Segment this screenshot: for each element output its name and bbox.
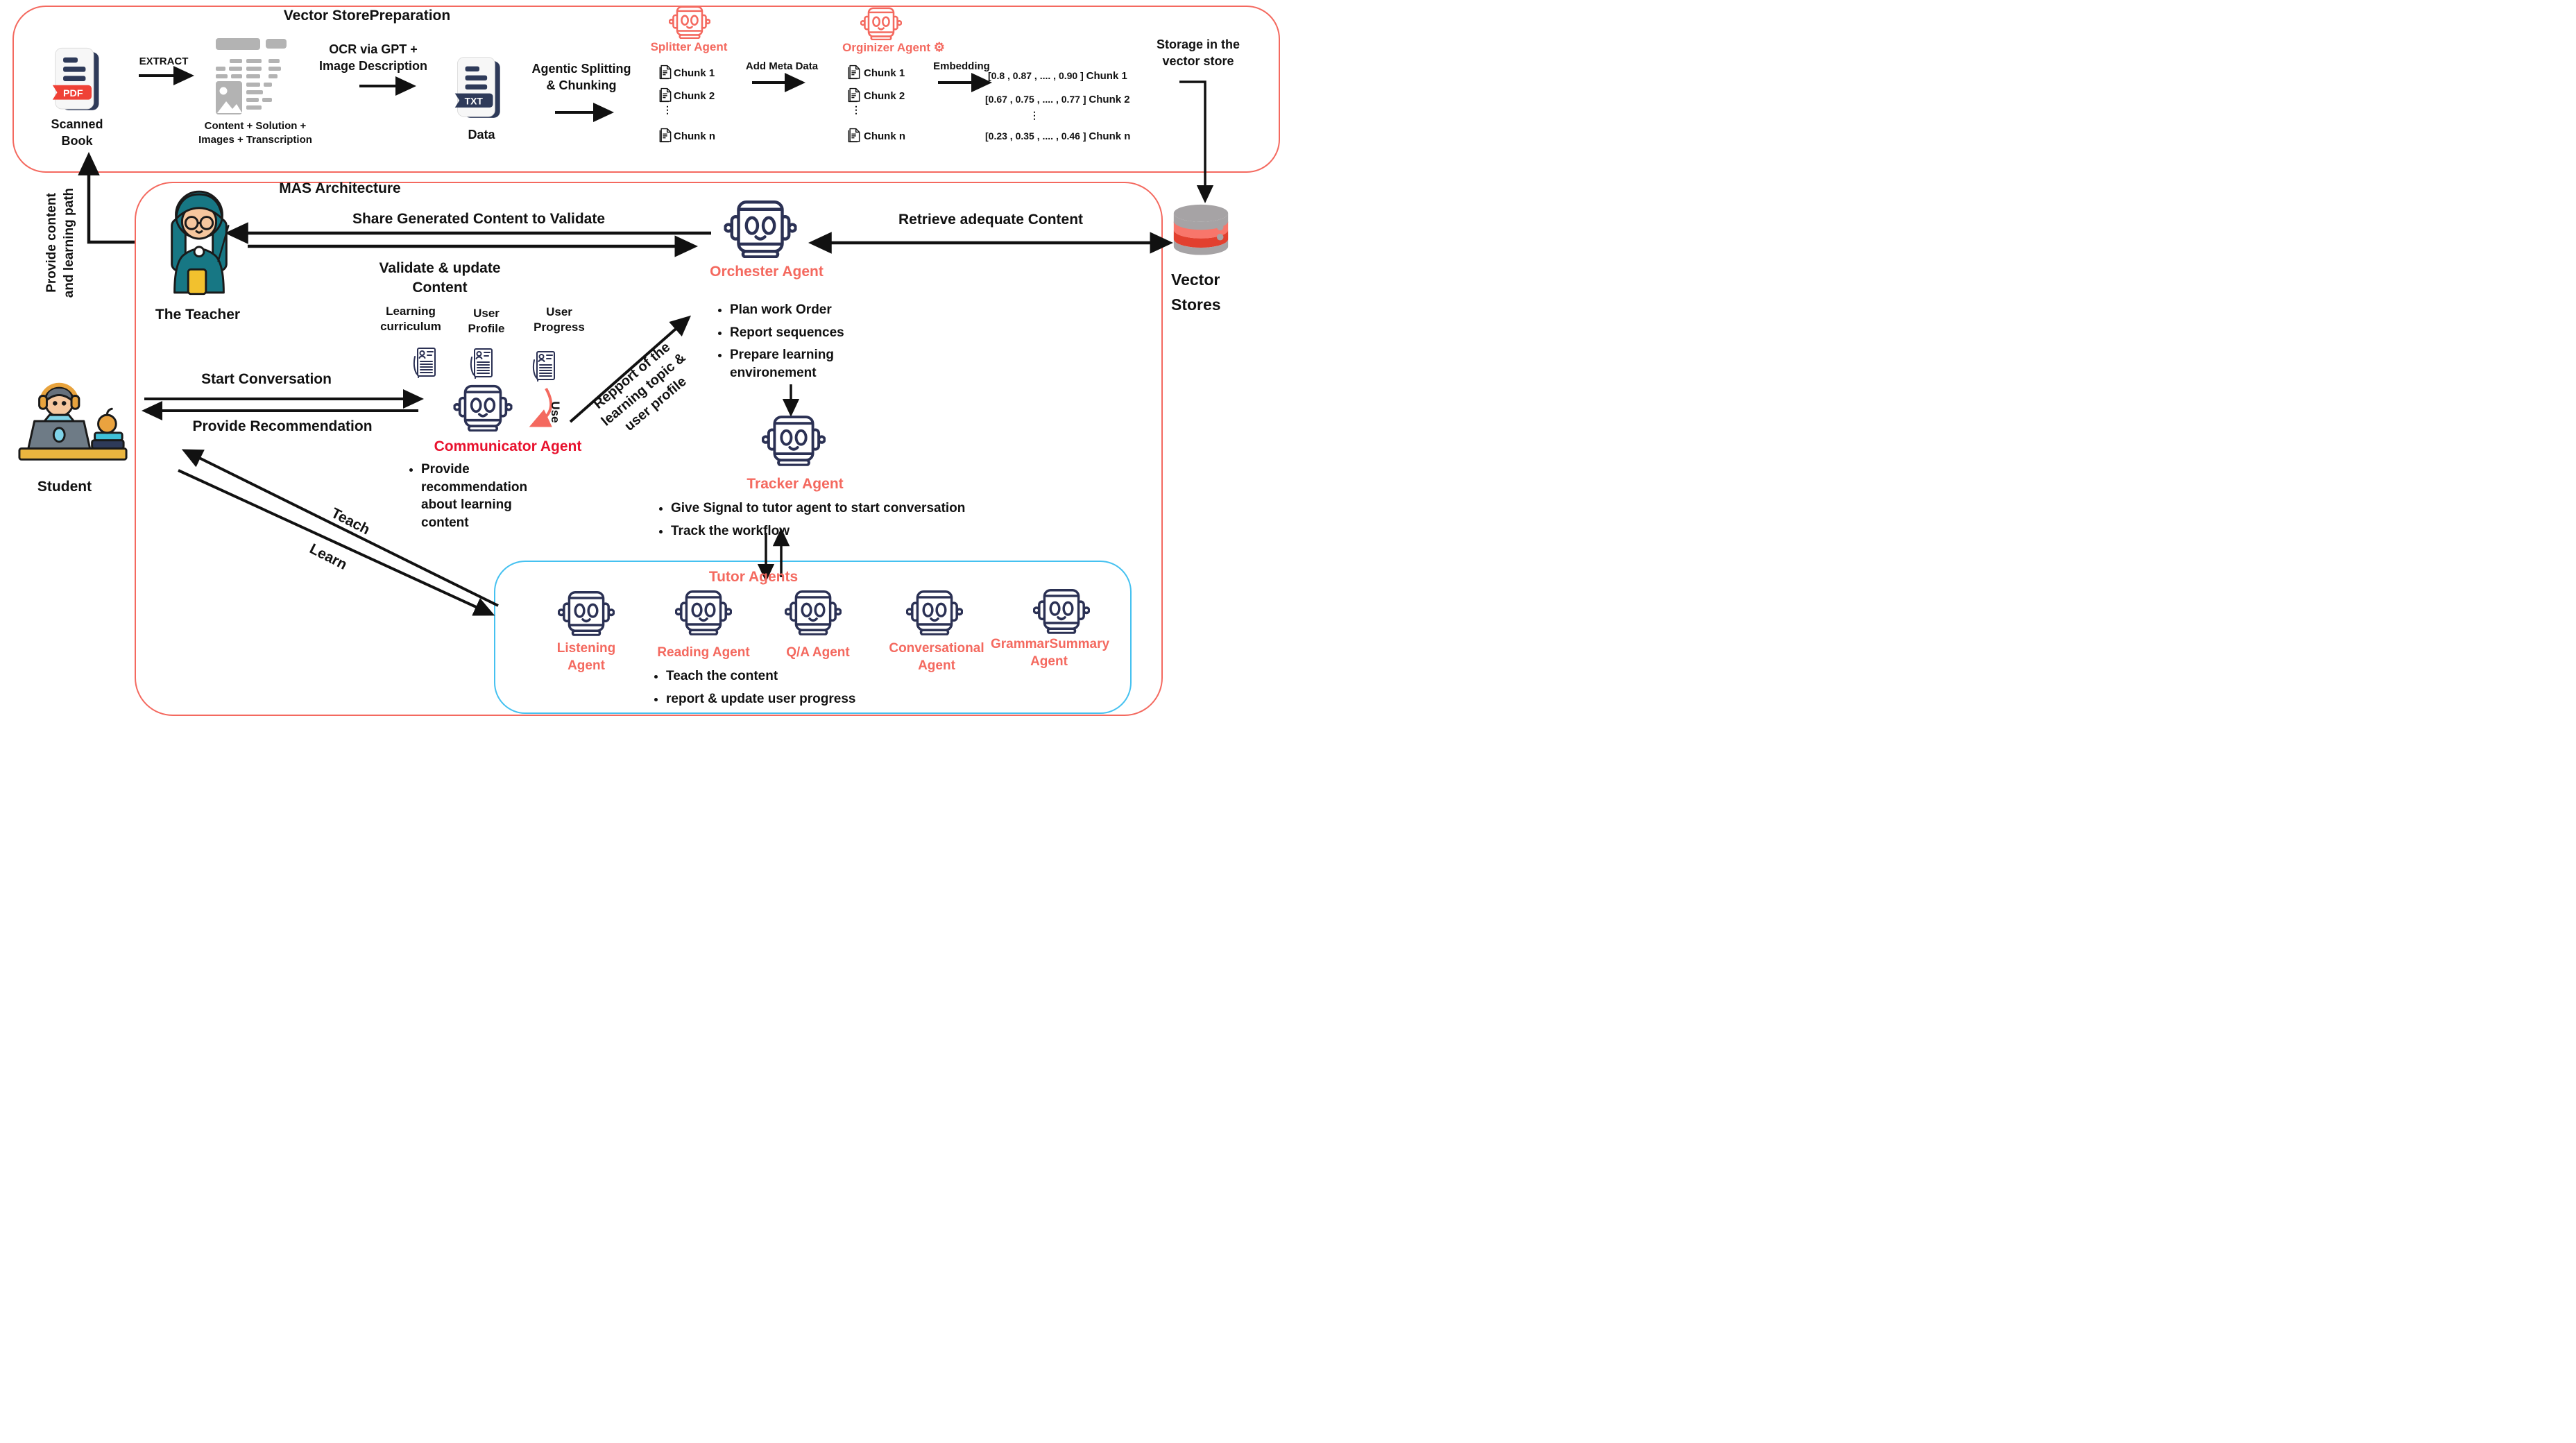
splitter-agent-robot-icon	[669, 6, 710, 39]
ocr-label: OCR via GPT + Image Description	[318, 42, 428, 73]
chunk-doc-icon	[848, 128, 860, 143]
pdf-badge: PDF	[63, 88, 83, 99]
orchester-bullets: Plan work Order Report sequences Prepare…	[715, 301, 896, 387]
student-label: Student	[37, 479, 92, 495]
reading-agent-robot-icon	[675, 588, 732, 637]
vector-row: [0.8 , 0.87 , .... , 0.90 ] Chunk 1	[988, 70, 1127, 83]
chunk-label: Chunk n	[864, 130, 905, 142]
teacher-illustration	[171, 190, 230, 296]
orchester-bullet: Prepare learning environement	[730, 346, 896, 382]
chunk-doc-icon	[848, 87, 860, 103]
orchester-bullet: Plan work Order	[730, 301, 896, 319]
qa-agent-robot-icon	[785, 588, 842, 637]
learning-curriculum-doc-icon	[413, 347, 436, 379]
reading-agent-label: Reading Agent	[657, 645, 750, 660]
tutor-bullet: Teach the content	[666, 667, 964, 685]
orginizer-agent-robot-icon	[860, 7, 902, 40]
storage-label: Storage in the vector store	[1156, 37, 1240, 68]
vector-store-preparation-title: Vector StorePreparation	[283, 8, 451, 24]
vector-dots: ⋮	[1030, 110, 1039, 121]
user-progress-doc-icon	[532, 350, 556, 382]
vector-values: [0.8 , 0.87 , .... , 0.90 ]	[988, 70, 1086, 81]
splitter-agent-label: Splitter Agent	[650, 40, 728, 53]
chunk-label: Chunk n	[674, 130, 715, 142]
vector-stores-database-icon	[1173, 204, 1229, 255]
vector-row: [0.23 , 0.35 , .... , 0.46 ] Chunk n	[985, 130, 1130, 143]
communicator-bullets: Provide recommendation about learning co…	[406, 461, 554, 537]
tracker-bullet: Track the workflow	[671, 522, 1101, 540]
provide-recommendation-label: Provide Recommendation	[192, 418, 373, 434]
tracker-agent-label: Tracker Agent	[747, 476, 844, 492]
add-meta-label: Add Meta Data	[745, 60, 819, 72]
conversational-agent-robot-icon	[906, 588, 963, 637]
qa-agent-label: Q/A Agent	[786, 645, 850, 660]
share-content-label: Share Generated Content to Validate	[352, 211, 606, 227]
orginizer-agent-text: Orginizer Agent	[842, 41, 931, 54]
teacher-label: The Teacher	[155, 307, 241, 323]
listening-agent-label: Listening Agent	[556, 641, 616, 674]
vector-chunk: Chunk n	[1089, 130, 1131, 142]
retrieve-content-label: Retrieve adequate Content	[898, 212, 1084, 228]
chunk-doc-icon	[848, 65, 860, 80]
vector-row: [0.67 , 0.75 , .... , 0.77 ] Chunk 2	[985, 94, 1130, 106]
chunk-label: Chunk 2	[864, 90, 905, 102]
vector-chunk: Chunk 1	[1086, 70, 1127, 82]
chunk-doc-icon	[659, 128, 672, 143]
txt-file-icon: TXT	[454, 57, 500, 118]
tutor-bullet: report & update user progress	[666, 690, 964, 708]
vector-store-preparation-box	[12, 6, 1280, 173]
communicator-agent-robot-icon	[450, 384, 516, 432]
tracker-agent-robot-icon	[762, 413, 826, 468]
scanned-book-label: Scanned Book	[51, 117, 103, 148]
chunk-dots: ⋮	[663, 104, 672, 115]
content-document-icon	[216, 38, 287, 114]
vector-stores-label: Vector Stores	[1171, 271, 1221, 314]
extract-label: EXTRACT	[139, 56, 189, 67]
orginizer-agent-label: Orginizer Agent ⚙	[842, 40, 945, 56]
grammar-summary-agent-label: GrammarSummary Agent	[991, 637, 1110, 669]
orchester-agent-label: Orchester Agent	[710, 264, 824, 280]
chunk-label: Chunk 1	[864, 67, 905, 79]
student-illustration	[18, 382, 128, 461]
orchester-bullet: Report sequences	[730, 324, 896, 342]
provide-path-label: Provide content and learning path	[44, 187, 76, 298]
tutor-bullets: Teach the content report & update user p…	[651, 667, 964, 712]
start-conversation-label: Start Conversation	[201, 371, 332, 387]
data-label: Data	[468, 128, 495, 142]
chunk-label: Chunk 1	[674, 67, 715, 79]
chunk-doc-icon	[659, 65, 672, 80]
mas-architecture-title: MAS Architecture	[279, 180, 401, 196]
chunk-label: Chunk 2	[674, 90, 715, 102]
diagram-canvas: Vector StorePreparation PDF Scanned Book…	[0, 0, 1288, 722]
tracker-bullets: Give Signal to tutor agent to start conv…	[656, 500, 1101, 545]
tutor-agents-box	[494, 561, 1132, 714]
use-label: Use	[549, 401, 563, 423]
chunk-dots: ⋮	[851, 104, 861, 115]
chunk-doc-icon	[659, 87, 672, 103]
vector-values: [0.23 , 0.35 , .... , 0.46 ]	[985, 130, 1089, 142]
mas-architecture-box	[135, 182, 1163, 716]
vector-values: [0.67 , 0.75 , .... , 0.77 ]	[985, 94, 1089, 105]
user-profile-doc-icon	[470, 348, 493, 379]
validate-update-label: Validate & update Content	[379, 260, 501, 296]
user-profile-label: User Profile	[468, 307, 505, 336]
user-progress-label: User Progress	[534, 305, 585, 334]
embedding-label: Embedding	[933, 60, 990, 72]
communicator-agent-label: Communicator Agent	[434, 438, 582, 454]
learning-curriculum-label: Learning curriculum	[380, 305, 441, 334]
gear-icon: ⚙	[933, 40, 945, 54]
vector-chunk: Chunk 2	[1089, 94, 1130, 105]
grammar-summary-agent-robot-icon	[1033, 587, 1090, 635]
txt-badge: TXT	[465, 95, 484, 106]
content-label: Content + Solution + Images + Transcript…	[198, 120, 312, 146]
communicator-bullet: Provide recommendation about learning co…	[421, 461, 554, 532]
tutor-agents-title: Tutor Agents	[708, 569, 799, 585]
pdf-file-icon: PDF	[52, 47, 99, 110]
tracker-bullet: Give Signal to tutor agent to start conv…	[671, 500, 1101, 518]
splitting-label: Agentic Splitting & Chunking	[531, 62, 631, 92]
orchester-agent-robot-icon	[717, 200, 803, 258]
listening-agent-robot-icon	[558, 589, 615, 638]
conversational-agent-label: Conversational Agent	[889, 641, 984, 674]
